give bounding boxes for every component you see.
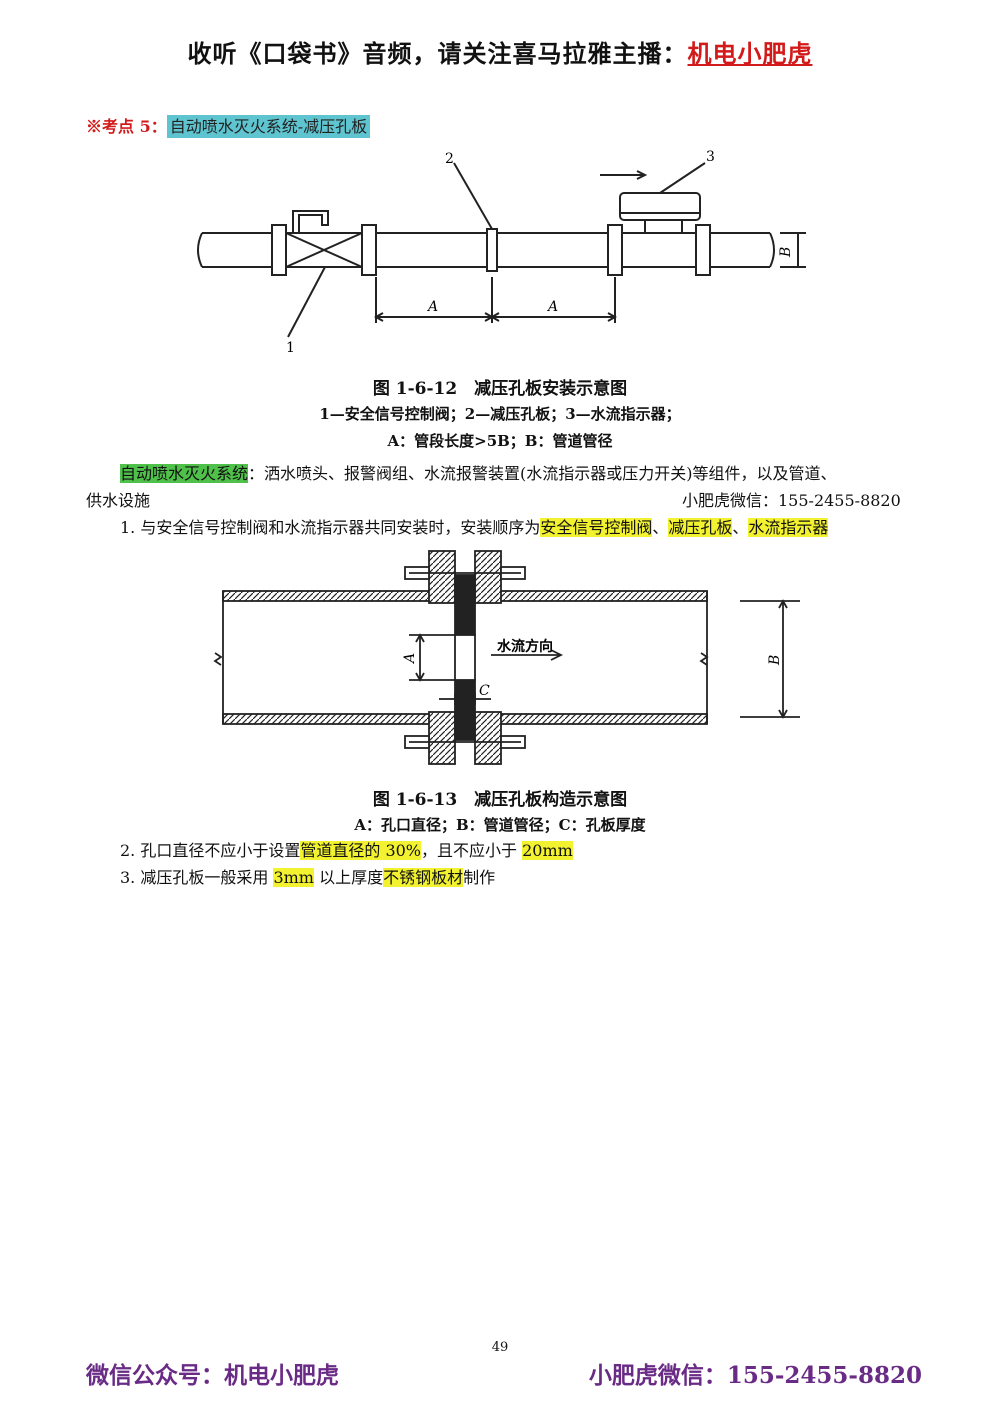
- label-a1: A: [426, 299, 438, 315]
- page-number: 49: [491, 1340, 509, 1355]
- item-3-highlight-thickness: 3mm: [273, 868, 314, 887]
- item-2: 2. 孔口直径不应小于设置管道直径的 30%，且不应小于 20mm: [120, 839, 573, 863]
- item-1-highlight-valve: 安全信号控制阀: [540, 518, 653, 537]
- footer-right: 小肥虎微信：155-2455-8820: [588, 1362, 922, 1389]
- item-1-sep: 、: [732, 518, 749, 537]
- label-c: C: [479, 683, 490, 699]
- label-n3: 3: [706, 149, 715, 165]
- item-2-text: ，且不应小于: [421, 841, 523, 860]
- item-1-text: 1. 与安全信号控制阀和水流指示器共同安装时，安装顺序为: [120, 518, 541, 537]
- header-prefix: 收听《口袋书》音频，请关注喜马拉雅主播：: [187, 39, 688, 68]
- section-label: ※考点 5：: [86, 117, 167, 136]
- item-3-highlight-material: 不锈钢板材: [383, 868, 464, 887]
- paragraph-text: ：洒水喷头、报警阀组、水流报警装置(水流指示器或压力开关)等组件，以及管道、: [248, 464, 837, 483]
- item-1: 1. 与安全信号控制阀和水流指示器共同安装时，安装顺序为安全信号控制阀、减压孔板…: [120, 516, 829, 540]
- figure-2-legend: A：孔口直径；B：管道管径；C：孔板厚度: [354, 816, 646, 834]
- figure-1-installation-diagram: 1 2 3 A A B: [197, 149, 806, 356]
- page-header: 收听《口袋书》音频，请关注喜马拉雅主播：机电小肥虎: [0, 34, 1000, 69]
- item-3: 3. 减压孔板一般采用 3mm 以上厚度不锈钢板材制作: [120, 866, 495, 890]
- label-b: B: [778, 247, 794, 258]
- flow-direction-label: 水流方向: [497, 638, 553, 655]
- item-2-highlight-ratio: 管道直径的 30%: [300, 841, 422, 860]
- figure-1-legend-line1: 1—安全信号控制阀；2—减压孔板；3—水流指示器；: [319, 405, 681, 423]
- label-n1: 1: [286, 340, 295, 356]
- contact-inline: 小肥虎微信：155-2455-8820: [682, 491, 901, 510]
- label-a: A: [402, 653, 418, 665]
- label-a2: A: [546, 299, 558, 315]
- item-1-highlight-indicator: 水流指示器: [748, 518, 829, 537]
- item-1-highlight-plate: 减压孔板: [668, 518, 733, 537]
- section-topic: 自动喷水灭火系统-减压孔板: [166, 115, 371, 138]
- label-b: B: [767, 655, 783, 666]
- figure-1-title: 图 1-6-12 减压孔板安装示意图: [372, 379, 628, 399]
- item-3-text: 制作: [463, 868, 496, 887]
- term-highlight: 自动喷水灭火系统: [120, 464, 249, 483]
- paragraph-system-composition: 自动喷水灭火系统：洒水喷头、报警阀组、水流报警装置(水流指示器或压力开关)等组件…: [120, 462, 837, 486]
- header-anchor-link[interactable]: 机电小肥虎: [687, 39, 813, 68]
- label-n2: 2: [445, 151, 454, 167]
- figure-2-title: 图 1-6-13 减压孔板构造示意图: [372, 790, 628, 810]
- section-heading: ※考点 5：自动喷水灭火系统-减压孔板: [86, 113, 371, 138]
- figure-2-structure-diagram: 水流方向 A B C: [213, 550, 800, 765]
- item-2-highlight-min: 20mm: [522, 841, 573, 860]
- item-2-text: 2. 孔口直径不应小于设置: [120, 841, 301, 860]
- item-3-text: 3. 减压孔板一般采用: [120, 868, 274, 887]
- item-1-sep: 、: [652, 518, 669, 537]
- item-3-text: 以上厚度: [313, 868, 384, 887]
- footer-left: 微信公众号：机电小肥虎: [86, 1362, 339, 1389]
- paragraph-line2: 供水设施: [86, 491, 151, 510]
- figure-1-legend-line2: A：管段长度>5B；B：管道管径: [387, 432, 613, 450]
